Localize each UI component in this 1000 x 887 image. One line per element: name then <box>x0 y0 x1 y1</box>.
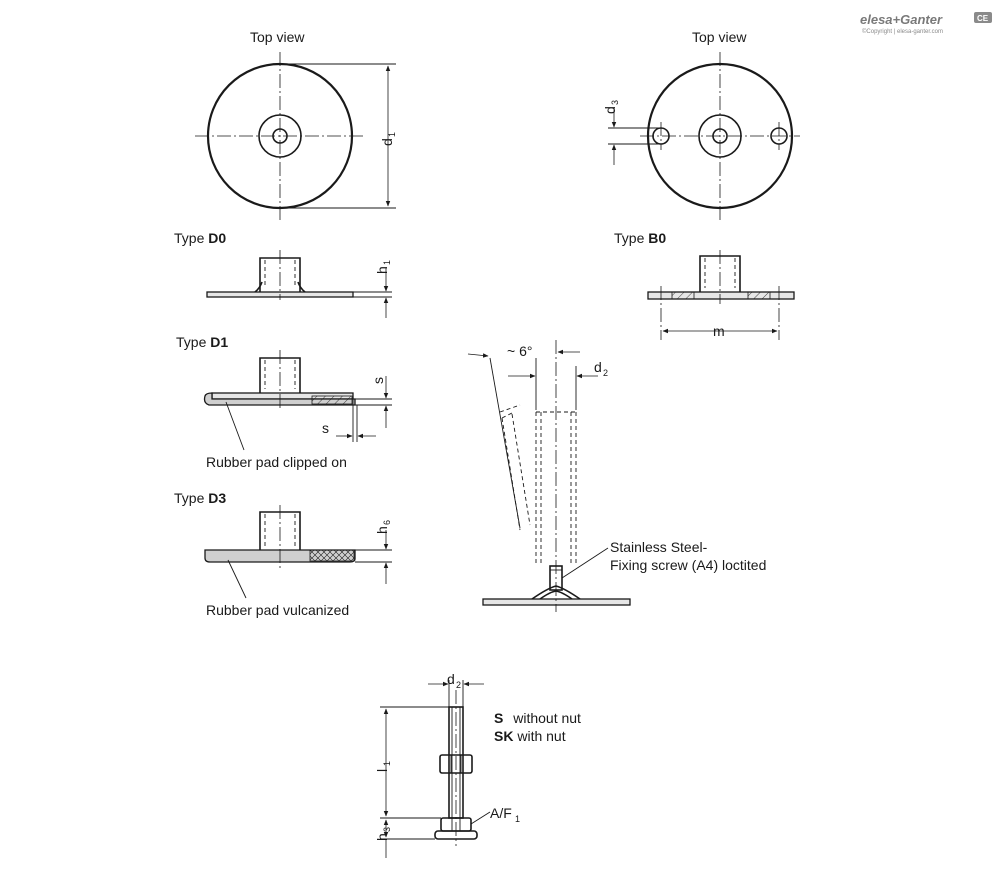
svg-text:elesa+Ganter: elesa+Ganter <box>860 12 943 27</box>
dim-l1: l 1 <box>374 761 392 772</box>
svg-text:©Copyright | elesa-ganter.com: ©Copyright | elesa-ganter.com <box>862 28 943 35</box>
svg-text:1: 1 <box>382 761 392 766</box>
top-view-right-label: Top view <box>692 29 747 45</box>
dim-d3: d 3 <box>602 100 620 114</box>
svg-text:h: h <box>374 833 390 841</box>
svg-text:3: 3 <box>382 827 392 832</box>
type-d3: Type D3 h 6 Rubber pad vulcanized <box>174 490 392 618</box>
svg-text:2: 2 <box>603 368 608 378</box>
svg-text:A/F: A/F <box>490 805 512 821</box>
svg-text:d: d <box>379 138 395 146</box>
svg-text:h: h <box>374 526 390 534</box>
svg-text:6: 6 <box>382 520 392 525</box>
svg-text:1: 1 <box>387 132 397 137</box>
dim-s-horizontal: s <box>322 420 329 436</box>
dim-h6: h 6 <box>374 520 392 534</box>
top-view-left: Top view d 1 <box>195 29 397 222</box>
top-view-left-label: Top view <box>250 29 305 45</box>
type-b0-label: Type B0 <box>614 230 666 246</box>
variant-sk: SK with nut <box>494 728 566 744</box>
dim-d2-bottom: d 2 <box>447 671 461 690</box>
type-d1: Type D1 s s Rubber pad clipped on <box>176 334 392 470</box>
angle-label: ~ 6° <box>507 343 532 359</box>
svg-text:3: 3 <box>610 100 620 105</box>
type-d1-label: Type D1 <box>176 334 228 350</box>
rubber-vulcanized-label: Rubber pad vulcanized <box>206 602 349 618</box>
variant-s: S without nut <box>494 710 581 726</box>
type-d0: Type D0 h 1 <box>174 230 392 318</box>
dim-af1: A/F 1 <box>490 805 520 824</box>
dim-d2-top: d 2 <box>594 359 608 378</box>
screw-label-line1: Stainless Steel- <box>610 539 708 555</box>
svg-text:l: l <box>374 769 390 772</box>
svg-text:d: d <box>602 106 618 114</box>
rubber-clipped-label: Rubber pad clipped on <box>206 454 347 470</box>
dim-m: m <box>713 323 725 339</box>
type-d0-label: Type D0 <box>174 230 226 246</box>
ce-mark: CE <box>977 14 989 23</box>
svg-text:1: 1 <box>515 814 520 824</box>
type-b0: Type B0 m <box>614 230 795 340</box>
screw-label-line2: Fixing screw (A4) loctited <box>610 557 766 573</box>
top-view-right: Top view d 3 <box>602 29 800 222</box>
svg-text:h: h <box>374 266 390 274</box>
dim-h1: h 1 <box>374 260 392 274</box>
stud-assembly-view: ~ 6° d 2 Stainless Steel- Fixing screw (… <box>467 340 766 612</box>
brand-logo: elesa+Ganter ©Copyright | elesa-ganter.c… <box>860 12 992 35</box>
svg-text:2: 2 <box>456 680 461 690</box>
svg-text:d: d <box>594 359 602 375</box>
type-d3-label: Type D3 <box>174 490 226 506</box>
dim-s-vertical: s <box>370 377 386 384</box>
dim-h3: h 3 <box>374 827 392 841</box>
svg-text:d: d <box>447 671 455 687</box>
svg-text:1: 1 <box>382 260 392 265</box>
dim-d1: d 1 <box>379 132 397 146</box>
stud-s-sk-view: d 2 l 1 h 3 A/F 1 S without nut SK with … <box>374 671 581 858</box>
